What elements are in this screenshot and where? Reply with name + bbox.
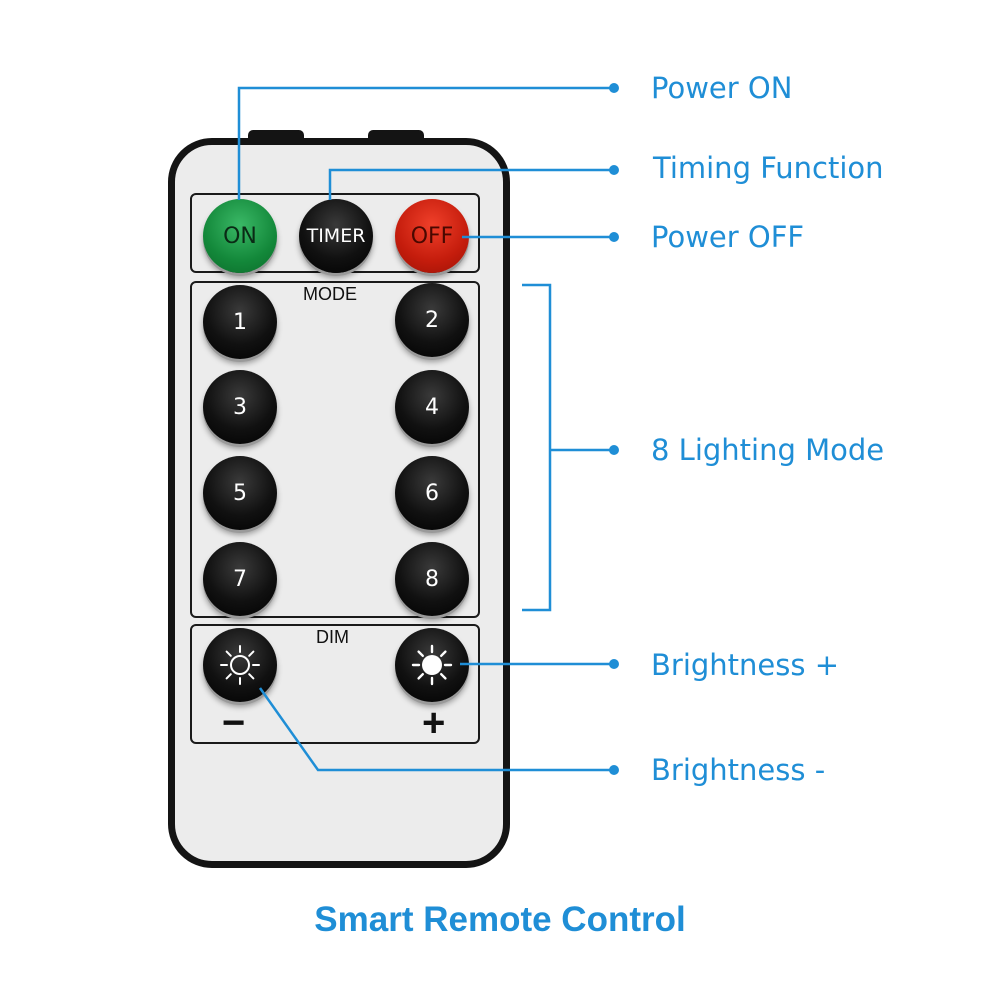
mode-7-label: 7 bbox=[233, 566, 247, 592]
mode-4-button[interactable]: 4 bbox=[395, 370, 469, 444]
mode-3-label: 3 bbox=[233, 394, 247, 420]
mode-label: MODE bbox=[303, 284, 357, 304]
sun-filled-icon bbox=[411, 644, 453, 686]
mode-2-button[interactable]: 2 bbox=[395, 283, 469, 357]
brightness-minus-dot bbox=[609, 765, 619, 775]
lighting-mode-bracket bbox=[522, 283, 552, 612]
mode-6-button[interactable]: 6 bbox=[395, 456, 469, 530]
mode-2-label: 2 bbox=[425, 307, 439, 333]
callout-brightness-plus: Brightness + bbox=[651, 648, 839, 682]
sun-outline-icon bbox=[220, 645, 260, 685]
mode-6-label: 6 bbox=[425, 480, 439, 506]
callout-timing-function: Timing Function bbox=[653, 151, 884, 185]
lighting-mode-dot bbox=[609, 445, 619, 455]
power-off-dot bbox=[609, 232, 619, 242]
callout-power-on: Power ON bbox=[651, 71, 793, 105]
brightness-up-button[interactable] bbox=[395, 628, 469, 702]
mode-8-button[interactable]: 8 bbox=[395, 542, 469, 616]
mode-8-label: 8 bbox=[425, 566, 439, 592]
on-button[interactable]: ON bbox=[203, 199, 277, 273]
mode-4-label: 4 bbox=[425, 394, 439, 420]
timer-button-label: TIMER bbox=[306, 225, 366, 247]
mode-1-label: 1 bbox=[233, 309, 247, 335]
mode-5-button[interactable]: 5 bbox=[203, 456, 277, 530]
caption: Smart Remote Control bbox=[314, 900, 686, 939]
callout-brightness-minus: Brightness - bbox=[651, 753, 826, 787]
mode-3-button[interactable]: 3 bbox=[203, 370, 277, 444]
mode-7-button[interactable]: 7 bbox=[203, 542, 277, 616]
off-button-label: OFF bbox=[410, 223, 454, 249]
off-button[interactable]: OFF bbox=[395, 199, 469, 273]
mode-panel bbox=[190, 281, 480, 618]
power-on-dot bbox=[609, 83, 619, 93]
callout-lighting-mode: 8 Lighting Mode bbox=[651, 433, 885, 467]
mode-5-label: 5 bbox=[233, 480, 247, 506]
callout-power-off: Power OFF bbox=[651, 220, 805, 254]
dim-label: DIM bbox=[316, 627, 349, 647]
minus-sign: − bbox=[222, 701, 246, 745]
mode-1-button[interactable]: 1 bbox=[203, 285, 277, 359]
timer-button[interactable]: TIMER bbox=[299, 199, 373, 273]
brightness-down-button[interactable] bbox=[203, 628, 277, 702]
brightness-plus-dot bbox=[609, 659, 619, 669]
plus-sign: + bbox=[422, 701, 446, 745]
timing-dot bbox=[609, 165, 619, 175]
on-button-label: ON bbox=[223, 223, 257, 249]
